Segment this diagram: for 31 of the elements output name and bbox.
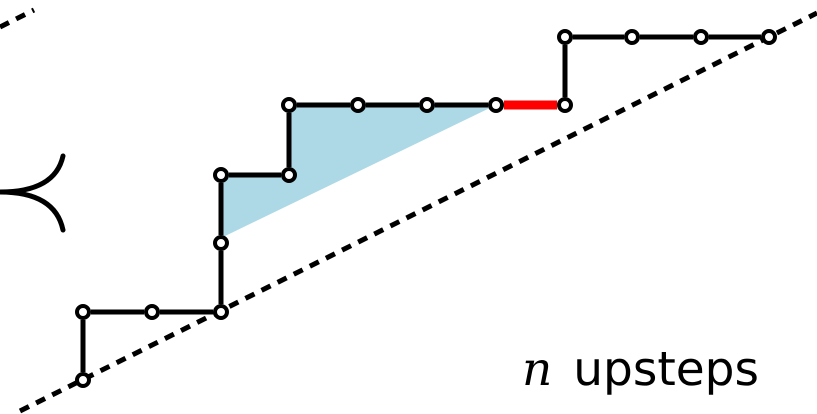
lattice-point [213, 235, 229, 251]
path-step [640, 34, 693, 40]
lattice-point [693, 29, 709, 45]
path-step [504, 100, 557, 110]
path-step [573, 34, 624, 40]
path-step [218, 251, 224, 304]
path-step [218, 183, 224, 235]
lattice-point [557, 29, 573, 45]
lattice-point [213, 167, 229, 183]
path-step [297, 102, 350, 108]
axis-caption: n upsteps [522, 342, 759, 397]
lattice-point [488, 97, 504, 113]
path-step [160, 310, 213, 314]
path-step [229, 172, 281, 178]
lattice-point [281, 97, 297, 113]
lattice-point [75, 304, 91, 320]
path-step [709, 34, 761, 40]
lattice-point [557, 97, 573, 113]
lattice-point [761, 29, 777, 45]
path-step [435, 102, 488, 108]
path-step [366, 102, 419, 108]
lattice-point [419, 97, 435, 113]
lattice-point [624, 29, 640, 45]
lattice-point [75, 372, 91, 388]
path-step [80, 320, 86, 372]
path-step [562, 45, 568, 97]
lattice-point [350, 97, 366, 113]
lattice-point [213, 304, 229, 320]
path-step [286, 113, 292, 167]
lattice-point [144, 304, 160, 320]
path-step [91, 310, 144, 314]
